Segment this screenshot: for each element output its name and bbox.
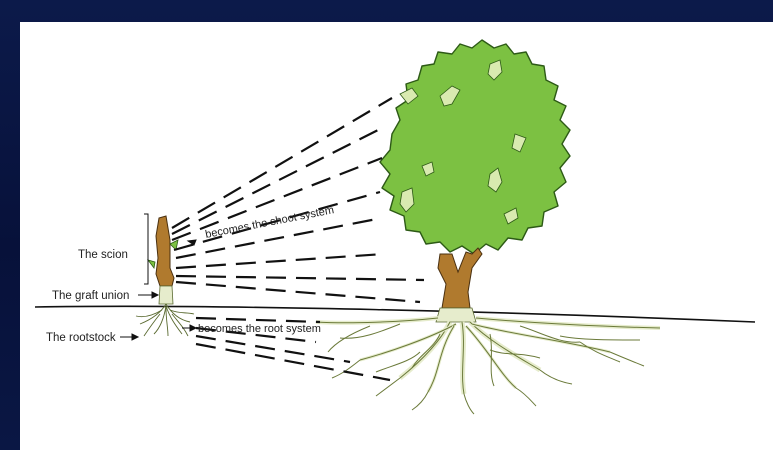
graft-union [159, 286, 173, 304]
rootstock-label: The rootstock [46, 332, 116, 344]
tree-root-collar [436, 308, 476, 322]
shoot-system-arrow [188, 240, 196, 245]
tree-root-system [316, 318, 660, 414]
tree-crown [380, 40, 570, 254]
scion-stem [156, 216, 174, 286]
rootstock-arrow [120, 334, 138, 340]
scion-bud [148, 260, 155, 268]
grafting-diagram: The scion The graft union The rootstock … [20, 22, 773, 450]
slide-panel: The scion The graft union The rootstock … [20, 22, 773, 450]
root-system-label: becomes the root system [198, 323, 321, 335]
projection-lines-shoot [172, 98, 424, 302]
rootstock-roots [136, 304, 194, 336]
scion-bracket [144, 214, 148, 284]
tree-trunk [438, 248, 482, 308]
shoot-system-label: becomes the shoot system [204, 204, 335, 241]
graft-union-label: The graft union [52, 290, 129, 302]
graft-union-arrow [138, 292, 158, 298]
scion-label: The scion [78, 249, 128, 261]
